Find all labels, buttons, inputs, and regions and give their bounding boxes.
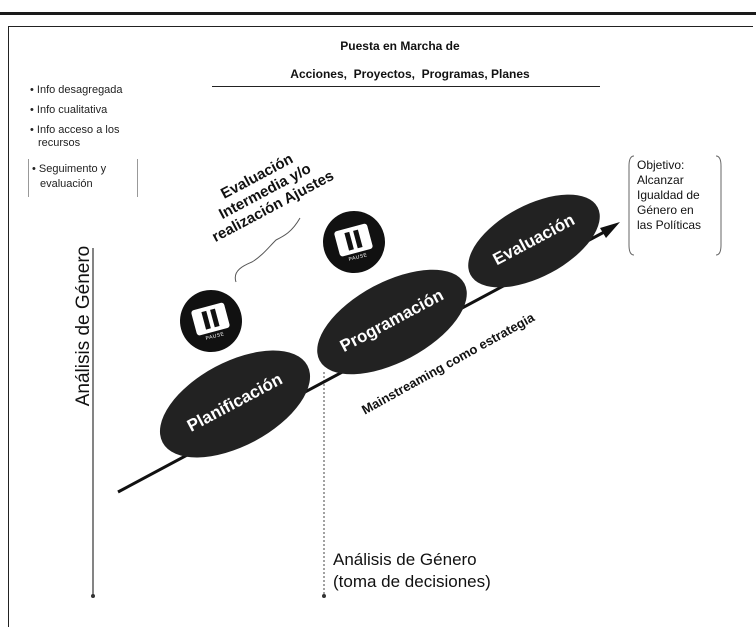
pause-badge: PAUSE	[316, 204, 392, 280]
objective-line: Objetivo:	[637, 158, 685, 172]
info-box	[28, 159, 138, 197]
stage-oval-programacion	[317, 269, 467, 375]
stage-oval-planificacion	[159, 350, 311, 458]
pause-icon	[334, 223, 373, 257]
objective-box: Objetivo: Alcanzar Igualdad de Género en…	[637, 158, 721, 233]
diagram-frame	[8, 26, 753, 627]
decision-line: Análisis de Género	[333, 550, 477, 569]
info-item: recursos	[38, 137, 81, 149]
header-underline	[212, 86, 600, 87]
top-rule	[0, 12, 756, 15]
axis-end-dot	[91, 594, 95, 598]
decision-line: (toma de decisiones)	[333, 572, 491, 591]
info-item: • Info cualitativa	[30, 104, 108, 116]
objective-line: las Políticas	[637, 218, 702, 232]
objective-line: Igualdad de	[637, 188, 700, 202]
header-title: Puesta en Marcha de	[340, 39, 460, 53]
review-brace	[234, 217, 301, 283]
info-item: • Info acceso a los	[30, 124, 120, 136]
vertical-axis-label: Análisis de Género	[73, 245, 94, 407]
decision-label: Análisis de Género (toma de decisiones)	[333, 549, 491, 593]
decision-end-dot	[322, 594, 326, 598]
info-item: evaluación	[40, 178, 93, 190]
pause-badge: PAUSE	[173, 283, 249, 359]
header-subtitle: Acciones, Proyectos, Programas, Planes	[290, 67, 530, 81]
stage-oval-evaluacion	[468, 194, 600, 288]
objective-bracket-left	[628, 155, 635, 256]
objective-bracket-right	[715, 155, 722, 256]
info-item: • Info desagregada	[30, 84, 123, 96]
pause-icon	[191, 302, 230, 336]
objective-line: Alcanzar	[637, 173, 684, 187]
objective-line: Género en	[637, 203, 694, 217]
strategy-arrow-head	[600, 222, 620, 238]
info-list: • Info desagregada • Info cualitativa • …	[30, 84, 160, 155]
info-item: • Seguimento y	[32, 163, 107, 175]
